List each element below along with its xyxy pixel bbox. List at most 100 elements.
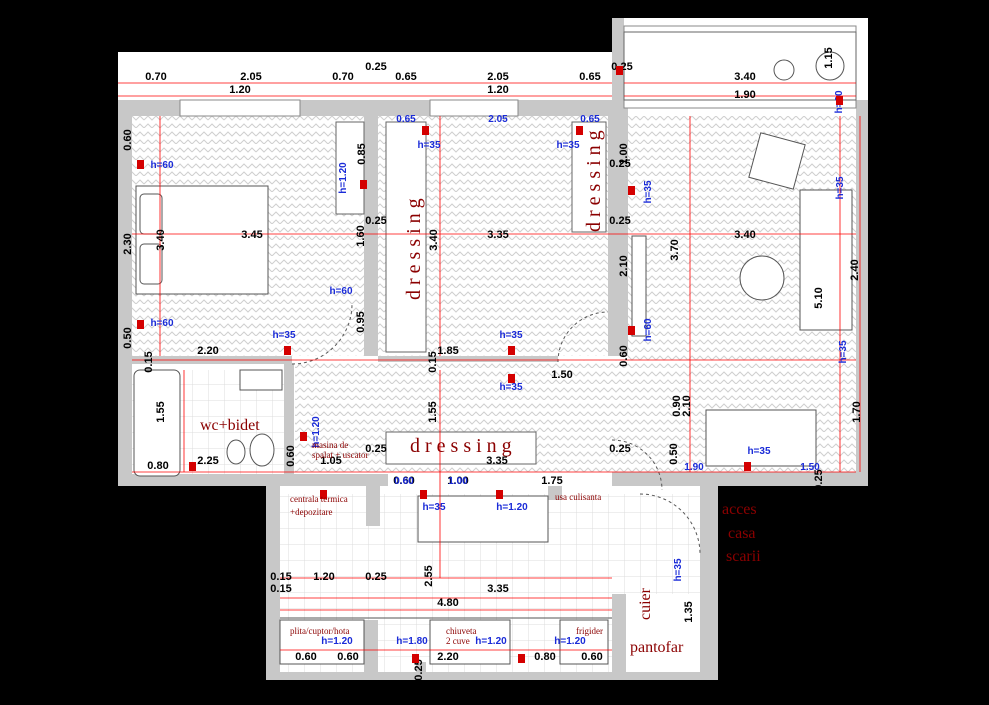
hall-dimension-label: 2.10 — [681, 395, 693, 416]
height-mark-label: h=60 — [150, 318, 174, 329]
coffee-table-icon — [739, 255, 785, 301]
height-marks: h=60h=60h=60h=1.20h=35h=35h=35h=35h=60h=… — [150, 90, 849, 647]
socket-icon — [744, 462, 751, 471]
tv-unit — [631, 235, 647, 337]
socket-icon — [189, 462, 196, 471]
kitchen-dimension-label: 2.20 — [437, 651, 458, 663]
walls — [118, 18, 868, 680]
dimension-label: 0.60 — [394, 476, 414, 487]
hall-dimension-label: 1.00 — [447, 475, 468, 487]
room-dimension-label: 2.40 — [849, 259, 861, 280]
height-mark-label: h=35 — [417, 140, 441, 151]
coat-rack-label: cuier — [637, 587, 654, 620]
dimension-label: 1.50 — [800, 462, 820, 473]
dimension-label: 0.65 — [579, 71, 600, 83]
hall-dimension-label: 0.15 — [143, 351, 155, 372]
hall-dimension-label: 0.15 — [427, 351, 439, 372]
socket-icon — [628, 326, 635, 335]
height-mark-label: h=35 — [272, 330, 296, 341]
kitchen-dimension-label: 0.60 — [337, 651, 358, 663]
socket-icon — [320, 490, 327, 499]
room-dimension-label: 3.45 — [241, 229, 262, 241]
height-mark-label: h=35 — [643, 180, 654, 204]
room-dimension-label: 0.85 — [356, 143, 368, 164]
socket-icon — [508, 374, 515, 383]
dressing-cabinet-1 — [385, 121, 427, 353]
height-mark-label: h=35 — [673, 558, 684, 582]
height-mark-label: h=1.20 — [311, 416, 322, 448]
hall-dimension-label: 3.35 — [486, 455, 507, 467]
window-dimension-label: 1.20 — [487, 84, 508, 96]
plant-icon — [815, 51, 845, 81]
kitchen-dimension-label: 0.15 — [270, 571, 291, 583]
dressing-label-2: dressing — [583, 125, 605, 232]
shoe-rack-label: pantofar — [630, 639, 684, 656]
socket-icon — [628, 186, 635, 195]
kitchen-dimension-label: 0.25 — [365, 571, 386, 583]
hall-dimension-label: 2.20 — [197, 345, 218, 357]
socket-symbols — [137, 66, 843, 663]
kitchen-dimension-label: 1.35 — [683, 601, 695, 622]
height-mark-label: h=35 — [499, 382, 523, 393]
dressing-label-3: dressing — [410, 435, 517, 457]
washer-label-1: masina de — [312, 440, 348, 450]
dimension-label: 2.05 — [240, 71, 261, 83]
pillow-icon — [139, 193, 163, 235]
plant-icon — [773, 59, 795, 81]
kitchen-dimension-label: 0.80 — [534, 651, 555, 663]
room-dimension-label: 1.00 — [618, 143, 630, 164]
entrance-label-2: casa — [728, 525, 756, 542]
boiler-label-2: +depozitare — [290, 507, 333, 517]
hall-dimension-label: 0.25 — [813, 469, 825, 490]
sink-label-1: chiuveta — [446, 626, 477, 636]
pillow-icon — [139, 243, 163, 285]
socket-icon — [360, 180, 367, 189]
sofa — [799, 189, 853, 331]
socket-icon — [137, 320, 144, 329]
room-dimension-label: 3.35 — [487, 229, 508, 241]
bidet-icon — [226, 439, 246, 465]
height-mark-label: h=1.20 — [554, 636, 586, 647]
toilet-icon — [249, 433, 275, 467]
room-dimension-label: 0.25 — [365, 215, 386, 227]
kitchen-dimension-label: 0.60 — [581, 651, 602, 663]
hall-dimension-label: 0.60 — [393, 475, 414, 487]
socket-icon — [422, 126, 429, 135]
kitchen-dimension-label: 0.15 — [270, 583, 291, 595]
height-mark-label: h=60 — [329, 286, 353, 297]
armchair-icon — [748, 132, 806, 190]
socket-icon — [616, 66, 623, 75]
hall-dimension-label: 0.50 — [668, 443, 680, 464]
sink-label-2: 2 cuve — [446, 636, 470, 646]
sink-icon — [239, 369, 283, 391]
height-mark-label: h=35 — [838, 340, 849, 364]
socket-icon — [836, 96, 843, 105]
dimension-label: 1.90 — [684, 462, 704, 473]
dimension-label: 0.65 — [395, 71, 416, 83]
height-mark-label: h=1.20 — [496, 502, 528, 513]
room-dimension-label: 0.25 — [609, 158, 630, 170]
dimension-label: 0.70 — [332, 71, 353, 83]
wc-label: wc+bidet — [200, 417, 260, 434]
hall-dimension-label: 0.25 — [365, 443, 386, 455]
windows — [179, 25, 857, 117]
dimension-label: 1.15 — [823, 47, 835, 68]
height-mark-label: h=1.20 — [338, 162, 349, 194]
kitchen-dimension-label: 3.35 — [487, 583, 508, 595]
dimension-label: 0.65 — [396, 114, 416, 125]
height-mark-label: h=35 — [499, 330, 523, 341]
fridge-label: frigider — [576, 626, 603, 636]
socket-icon — [300, 432, 307, 441]
desk — [705, 409, 817, 467]
dressing-cabinet-3 — [385, 431, 537, 465]
hob-label: plita/cuptor/hota — [290, 626, 349, 636]
hob-icon — [279, 619, 365, 665]
hall-dimension-label: 1.70 — [851, 401, 863, 422]
dressing-label-1: dressing — [403, 193, 425, 300]
socket-icon — [412, 654, 419, 663]
bath-dimension-label: 0.60 — [285, 445, 297, 466]
room-dimension-label: 3.40 — [155, 229, 167, 250]
window-dimension-label: 1.90 — [734, 89, 755, 101]
